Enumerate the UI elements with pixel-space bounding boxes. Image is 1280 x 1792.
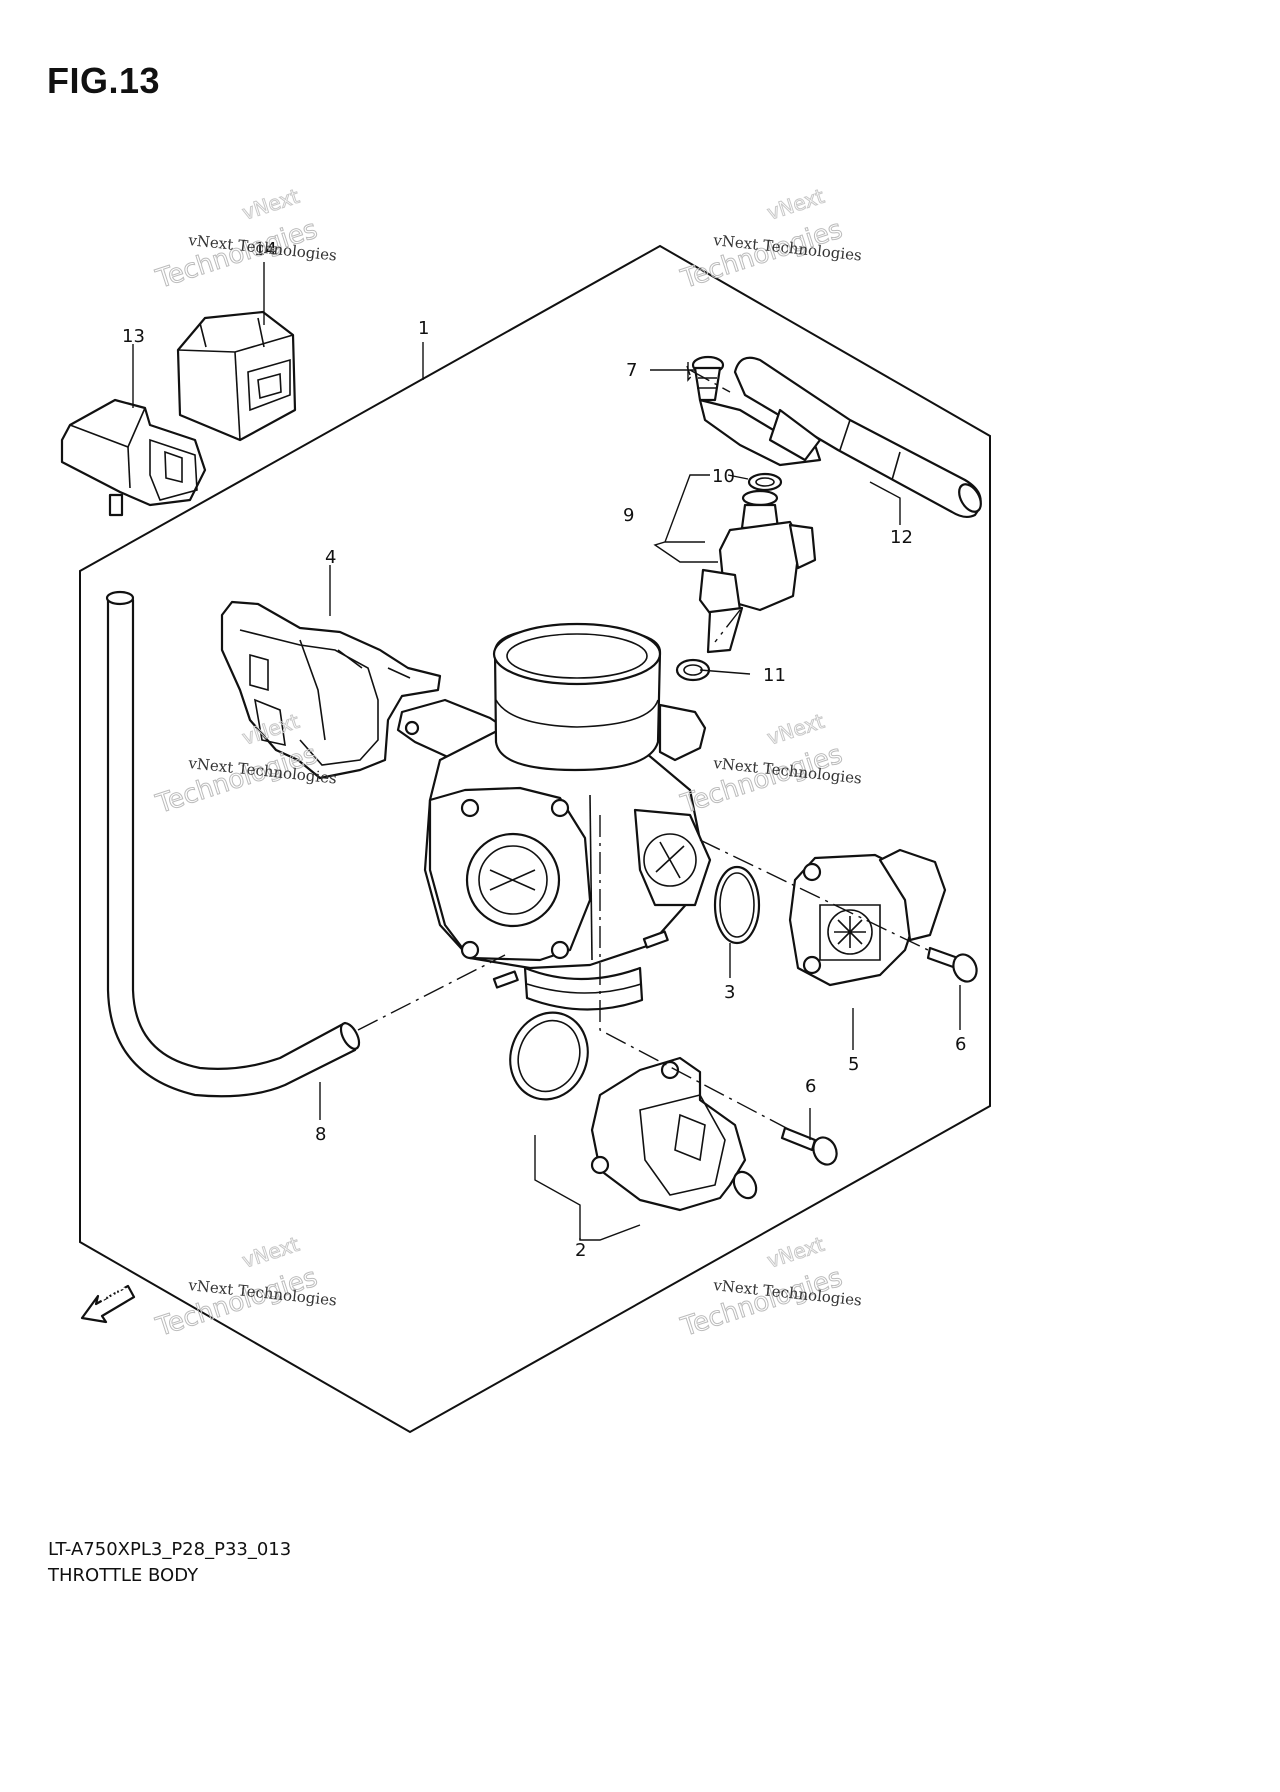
- callout-13: 13: [122, 326, 145, 347]
- watermark-bottom-right: vNext Technologies vNext Technologies: [676, 1231, 862, 1343]
- callout-8: 8: [315, 1124, 326, 1145]
- svg-text:vNext: vNext: [764, 709, 827, 750]
- part-8-hose: [105, 590, 361, 1098]
- part-10-seal: [747, 472, 783, 492]
- watermark-bottom-left: vNext Technologies vNext Technologies: [151, 1231, 337, 1343]
- callout-4: 4: [325, 547, 336, 568]
- part-7-screw: [691, 355, 725, 402]
- callout-6-lower: 6: [805, 1076, 816, 1097]
- watermark-top-left: vNext Technologies vNext Technologies: [151, 183, 337, 295]
- callout-5: 5: [848, 1054, 859, 1075]
- figure-code: LT-A750XPL3_P28_P33_013: [48, 1539, 292, 1560]
- part-2-idle-air-valve: [590, 1056, 758, 1212]
- callout-2: 2: [575, 1240, 586, 1261]
- figure-caption: LT-A750XPL3_P28_P33_013 THROTTLE BODY: [48, 1537, 291, 1589]
- callout-labels: 1 2 3 4 5 6 6 7 8 9 10 11 12 13 14: [122, 239, 966, 1261]
- part-9-injector: [698, 489, 817, 654]
- callout-12: 12: [890, 527, 913, 548]
- figure-title: FIG.13: [47, 60, 161, 101]
- part-throttle-body: [396, 622, 712, 1011]
- part-4-bracket: [220, 600, 442, 780]
- figure-name: THROTTLE BODY: [48, 1565, 199, 1586]
- callout-9: 9: [623, 505, 634, 526]
- part-2-gasket: [509, 1011, 589, 1101]
- svg-text:vNext: vNext: [239, 184, 302, 225]
- callout-10: 10: [712, 466, 735, 487]
- callout-7: 7: [626, 360, 637, 381]
- callout-11: 11: [763, 665, 786, 686]
- callout-14: 14: [254, 239, 277, 260]
- leader-lines: [132, 262, 961, 1241]
- part-6-screw-upper: [926, 946, 978, 983]
- part-13-sensor: [60, 398, 207, 517]
- callout-3: 3: [724, 982, 735, 1003]
- watermark-top-right: vNext Technologies vNext Technologies: [676, 183, 862, 295]
- part-12-fuel-rail: [698, 356, 982, 519]
- svg-text:vNext: vNext: [764, 184, 827, 225]
- part-14-connector-cover: [176, 310, 297, 442]
- svg-text:vNext: vNext: [764, 1232, 827, 1273]
- svg-text:vNext: vNext: [239, 1232, 302, 1273]
- part-6-screw-lower: [780, 1126, 838, 1166]
- callout-6-right: 6: [955, 1034, 966, 1055]
- fwd-arrow: FWD: [80, 1284, 136, 1324]
- assembly-frame: [79, 244, 991, 1434]
- part-11-seal: [675, 658, 711, 682]
- part-3-o-ring: [713, 865, 761, 945]
- watermark-mid-right: vNext Technologies vNext Technologies: [676, 708, 862, 820]
- part-5-sensor: [788, 848, 947, 987]
- callout-1: 1: [418, 318, 429, 339]
